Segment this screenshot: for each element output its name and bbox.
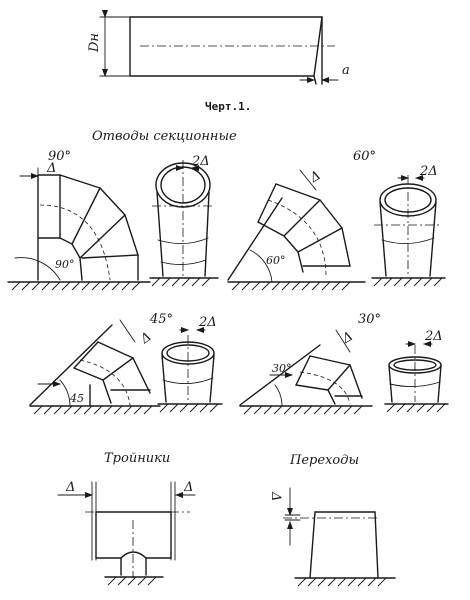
diameter-label: Dн xyxy=(87,33,102,53)
inner-angle-90: 90° xyxy=(55,258,75,271)
bend-60-side: 60° xyxy=(227,149,376,291)
figure-caption: Черт.1. xyxy=(205,100,251,113)
bend-90-side: 90° xyxy=(7,149,151,291)
angle-60-label: 60° xyxy=(353,149,376,164)
delta-tee-left: Δ xyxy=(65,480,75,495)
inner-angle-45: 45 xyxy=(69,392,84,405)
inner-angle-30: 30° xyxy=(272,362,292,375)
angle-90-label: 90° xyxy=(48,149,71,164)
chamfer-label: a xyxy=(342,63,350,78)
segmented-bends-title: Отводы секционные xyxy=(92,129,237,144)
two-delta-60: 2Δ xyxy=(419,164,438,179)
angle-45-label: 45° xyxy=(149,312,173,327)
delta-30: Δ xyxy=(339,329,355,347)
bend-45-section xyxy=(157,327,223,413)
pipe-figure xyxy=(99,10,339,85)
bend-60-section xyxy=(371,175,446,287)
reducer-figure xyxy=(283,487,396,587)
tees-title: Тройники xyxy=(104,451,170,466)
bend-45-side: 45° xyxy=(29,312,173,415)
delta-60: Δ xyxy=(307,168,323,186)
angle-30-label: 30° xyxy=(358,312,381,327)
delta-45: Δ xyxy=(137,329,154,347)
delta-90: Δ xyxy=(46,161,56,176)
delta-tee-right: Δ xyxy=(183,480,193,495)
bend-30-side: 30° xyxy=(239,312,381,415)
bend-30-section xyxy=(384,341,449,413)
tee-figure xyxy=(57,481,196,586)
reducers-title: Переходы xyxy=(289,453,359,468)
two-delta-90: 2Δ xyxy=(191,154,210,169)
delta-reducer: Δ xyxy=(268,491,283,501)
two-delta-45: 2Δ xyxy=(198,315,217,330)
bend-90-section xyxy=(149,160,219,287)
two-delta-30: 2Δ xyxy=(424,329,443,344)
inner-angle-60: 60° xyxy=(266,254,286,267)
